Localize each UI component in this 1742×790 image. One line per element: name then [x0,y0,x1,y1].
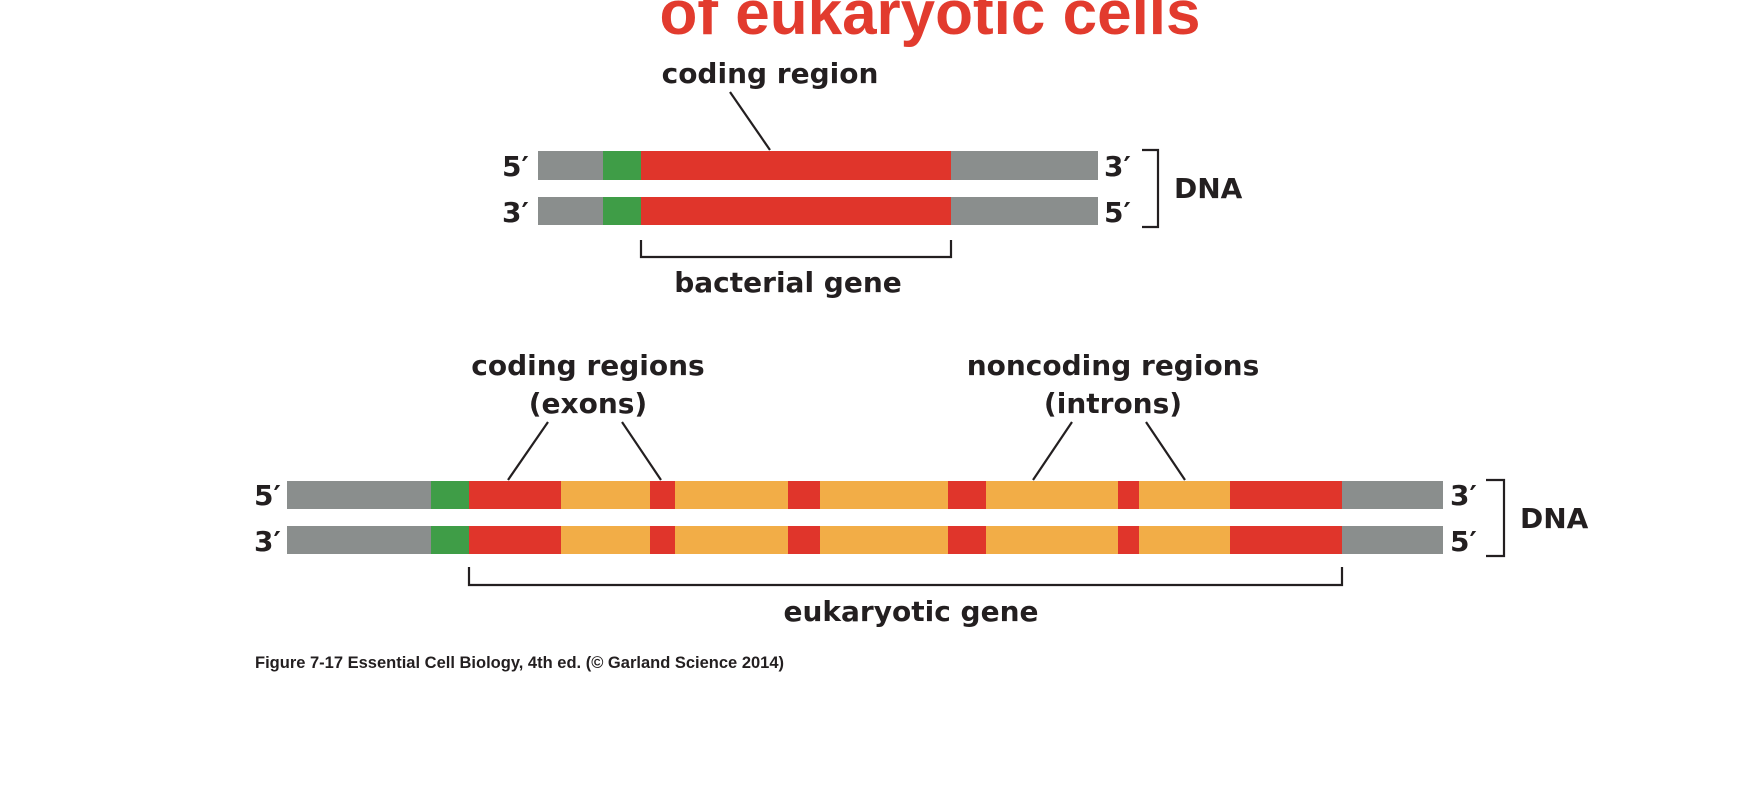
eukaryotic-bottom-promoter [431,526,469,554]
eukaryotic-bottom-intron [820,526,948,554]
eukaryotic-top-intron [986,481,1118,509]
eukaryotic-bottom-exon [948,526,986,554]
bacterial-top-coding-region [641,151,951,180]
eukaryotic-bottom-intron [1139,526,1230,554]
bacterial-top-3prime-label: 3′ [1104,150,1131,183]
eukaryotic-top-strand [287,481,1443,509]
eukaryotic-bottom-intron [675,526,788,554]
eukaryotic-bottom-exon [469,526,561,554]
coding-region-label: coding region [662,57,879,90]
bacterial-bottom-flank-right [951,197,1098,225]
eukaryotic-top-exon [788,481,820,509]
eukaryotic-top-5prime-label: 5′ [254,479,281,512]
exons-label-line1: coding regions [471,349,704,382]
exons-label-line2: (exons) [529,387,647,420]
eukaryotic-dna-label: DNA [1520,502,1589,535]
coding-region-pointer [729,91,771,151]
eukaryotic-top-intron [675,481,788,509]
bacterial-bottom-coding-region [641,197,951,225]
eukaryotic-top-3prime-label: 3′ [1450,479,1477,512]
bacterial-dna-label: DNA [1174,172,1243,205]
eukaryotic-bottom-5prime-label: 5′ [1450,525,1477,558]
bacterial-gene-label: bacterial gene [674,266,902,299]
figure-caption: Figure 7-17 Essential Cell Biology, 4th … [255,654,784,672]
eukaryotic-top-flank-right [1342,481,1443,509]
eukaryotic-bottom-flank-right [1342,526,1443,554]
eukaryotic-top-promoter [431,481,469,509]
introns-label-line1: noncoding regions [967,349,1260,382]
bacterial-gene-bracket [639,240,953,259]
bacterial-top-5prime-label: 5′ [502,150,529,183]
eukaryotic-bottom-exon [1118,526,1139,554]
bacterial-bottom-flank-left [538,197,603,225]
exon-pointer-2 [621,421,662,481]
bacterial-bottom-promoter [603,197,641,225]
eukaryotic-bottom-exon [650,526,675,554]
eukaryotic-bottom-intron [986,526,1118,554]
eukaryotic-bottom-flank-left [287,526,431,554]
eukaryotic-top-exon [1230,481,1342,509]
bacterial-top-flank-left [538,151,603,180]
eukaryotic-top-flank-left [287,481,431,509]
eukaryotic-bottom-intron [561,526,650,554]
bacterial-top-flank-right [951,151,1098,180]
bacterial-dna-bracket [1142,148,1160,229]
eukaryotic-bottom-3prime-label: 3′ [254,525,281,558]
eukaryotic-bottom-exon [1230,526,1342,554]
eukaryotic-top-intron [1139,481,1230,509]
eukaryotic-gene-group: coding regions (exons) noncoding regions… [254,349,1589,628]
eukaryotic-bottom-strand [287,526,1443,554]
eukaryotic-bottom-exon [788,526,820,554]
eukaryotic-top-exon [469,481,561,509]
eukaryotic-gene-bracket [467,567,1344,587]
bacterial-bottom-strand [538,197,1098,225]
introns-label-line2: (introns) [1044,387,1182,420]
eukaryotic-gene-label: eukaryotic gene [783,595,1038,628]
eukaryotic-top-intron [561,481,650,509]
bacterial-top-strand [538,151,1098,180]
exon-pointer-1 [507,421,549,481]
eukaryotic-top-exon [1118,481,1139,509]
eukaryotic-dna-bracket [1486,478,1506,558]
slide-title: of eukaryotic cells [659,0,1200,48]
eukaryotic-top-exon [948,481,986,509]
bacterial-gene-group: coding region 5′ 3′ 3′ 5′ DNA bacterial … [502,57,1243,299]
intron-pointer-1 [1032,421,1073,481]
intron-pointer-2 [1145,421,1186,481]
eukaryotic-top-intron [820,481,948,509]
bacterial-top-promoter [603,151,641,180]
bacterial-bottom-5prime-label: 5′ [1104,196,1131,229]
bacterial-bottom-3prime-label: 3′ [502,196,529,229]
eukaryotic-top-exon [650,481,675,509]
